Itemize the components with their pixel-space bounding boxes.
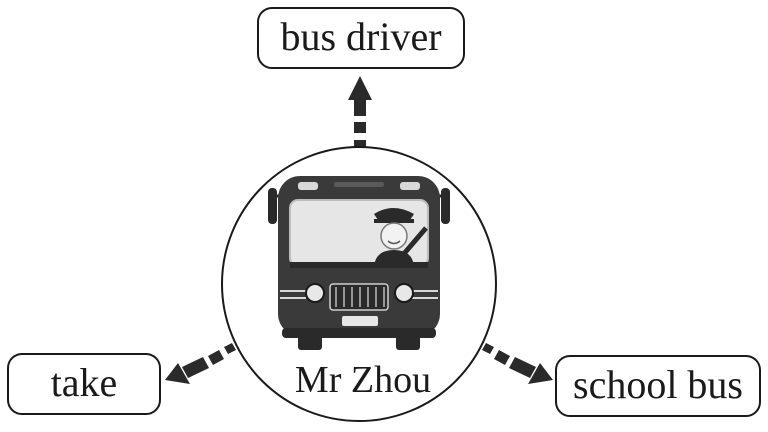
node-right-label: school bus <box>573 362 743 407</box>
headlight-left <box>306 284 324 302</box>
bus-with-driver-icon <box>268 176 450 350</box>
arrow-to-left <box>165 343 236 384</box>
wheel-right <box>396 336 420 350</box>
wheel-left <box>298 336 322 350</box>
center-label: Mr Zhou <box>295 359 431 401</box>
license-plate <box>342 316 378 326</box>
grille <box>330 284 388 310</box>
arrow-to-top <box>348 76 372 149</box>
arrow-to-right <box>482 343 553 384</box>
node-right: school bus <box>556 356 760 416</box>
headlight-right <box>395 284 413 302</box>
node-top-label: bus driver <box>280 14 441 59</box>
node-left-label: take <box>51 360 118 405</box>
node-left: take <box>8 354 160 414</box>
node-top: bus driver <box>258 8 464 68</box>
